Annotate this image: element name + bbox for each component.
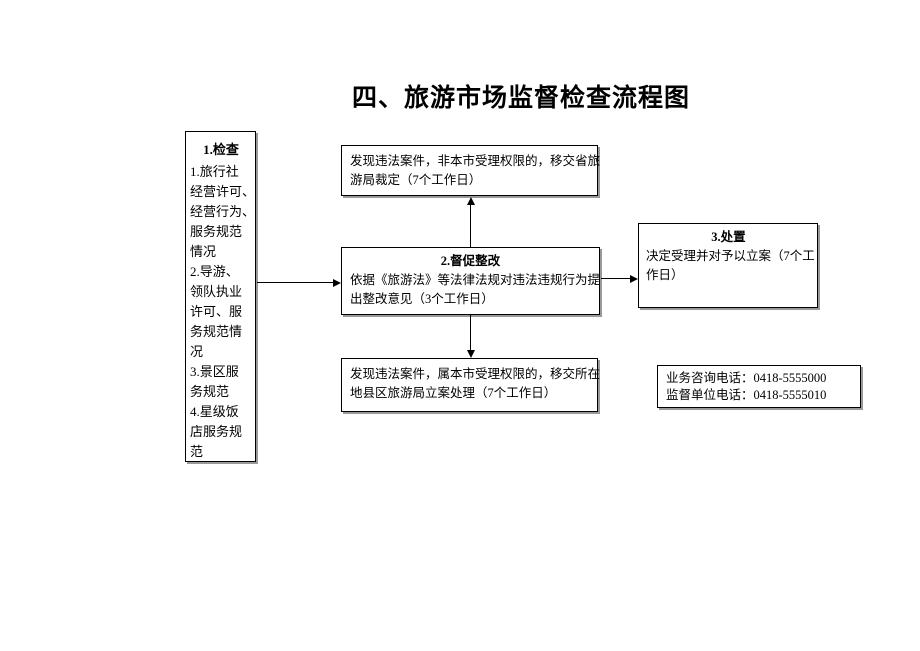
transfer-to-county-box: 发现违法案件，属本市受理权限的，移交所在 地县区旅游局立案处理（7个工作日） xyxy=(341,358,601,412)
arrow-supervise-to-dispose xyxy=(601,274,638,283)
transfer-box-line: 发现违法案件，属本市受理权限的，移交所在 xyxy=(350,367,601,381)
supervise-box-title: 2.督促整改 xyxy=(440,254,501,268)
dispose-box-line: 作日） xyxy=(646,268,684,282)
arrow-shaft xyxy=(601,278,630,279)
report-box-line: 游局裁定（7个工作日） xyxy=(350,173,482,187)
dispose-box-title: 3.处置 xyxy=(711,230,746,244)
arrowhead-right-icon xyxy=(630,274,638,283)
check-box-line: 3.景区服 xyxy=(190,364,239,379)
arrow-shaft xyxy=(470,315,471,350)
arrow-check-to-supervise xyxy=(257,278,341,287)
report-to-province-box: 发现违法案件，非本市受理权限的，移交省旅 游局裁定（7个工作日） xyxy=(341,145,601,196)
page-title: 四、旅游市场监督检查流程图 xyxy=(352,85,691,112)
arrowhead-right-icon xyxy=(333,278,341,287)
supervise-box-line: 出整改意见（3个工作日） xyxy=(350,292,494,306)
check-box-line: 店服务规 xyxy=(190,424,243,439)
check-box: 1.检查 1.旅行社 经营许可、 经营行为、 服务规范 情况 2.导游、 领队执… xyxy=(185,131,256,462)
contact-phone-line: 监督单位电话：0418-5555010 xyxy=(666,388,827,402)
check-box-line: 务规范 xyxy=(190,384,230,399)
report-box-line: 发现违法案件，非本市受理权限的，移交省旅 xyxy=(350,154,601,168)
arrow-shaft xyxy=(257,282,333,283)
dispose-box: 3.处置 决定受理并对予以立案（7个工 作日） xyxy=(638,223,818,308)
check-box-line: 经营许可、 xyxy=(190,184,256,199)
contact-phone-box: 业务咨询电话：0418-5555000 监督单位电话：0418-5555010 xyxy=(657,365,861,408)
check-box-line: 经营行为、 xyxy=(190,204,256,219)
transfer-box-line: 地县区旅游局立案处理（7个工作日） xyxy=(350,386,557,400)
arrowhead-up-icon xyxy=(466,197,475,205)
contact-phone-line: 业务咨询电话：0418-5555000 xyxy=(666,371,827,385)
check-box-line: 4.星级饭 xyxy=(190,404,239,419)
check-box-line: 1.旅行社 xyxy=(190,164,239,179)
dispose-box-line: 决定受理并对予以立案（7个工 xyxy=(646,249,815,263)
check-box-line: 务规范情 xyxy=(190,324,243,339)
check-box-line: 领队执业 xyxy=(190,284,243,299)
check-box-line: 许可、服 xyxy=(190,304,243,319)
check-box-line: 范 xyxy=(190,444,204,459)
arrow-supervise-to-transfer xyxy=(466,315,475,358)
check-box-line: 况 xyxy=(190,344,204,359)
check-box-line: 情况 xyxy=(190,244,217,259)
check-box-line: 2.导游、 xyxy=(190,264,239,279)
arrow-shaft xyxy=(470,205,471,247)
supervise-box-line: 依据《旅游法》等法律法规对违法违规行为提 xyxy=(350,273,601,287)
check-box-line: 服务规范 xyxy=(190,224,243,239)
check-box-title: 1.检查 xyxy=(203,142,239,157)
arrow-supervise-to-report xyxy=(466,197,475,247)
supervise-box: 2.督促整改 依据《旅游法》等法律法规对违法违规行为提 出整改意见（3个工作日） xyxy=(341,247,600,315)
arrowhead-down-icon xyxy=(466,350,475,358)
